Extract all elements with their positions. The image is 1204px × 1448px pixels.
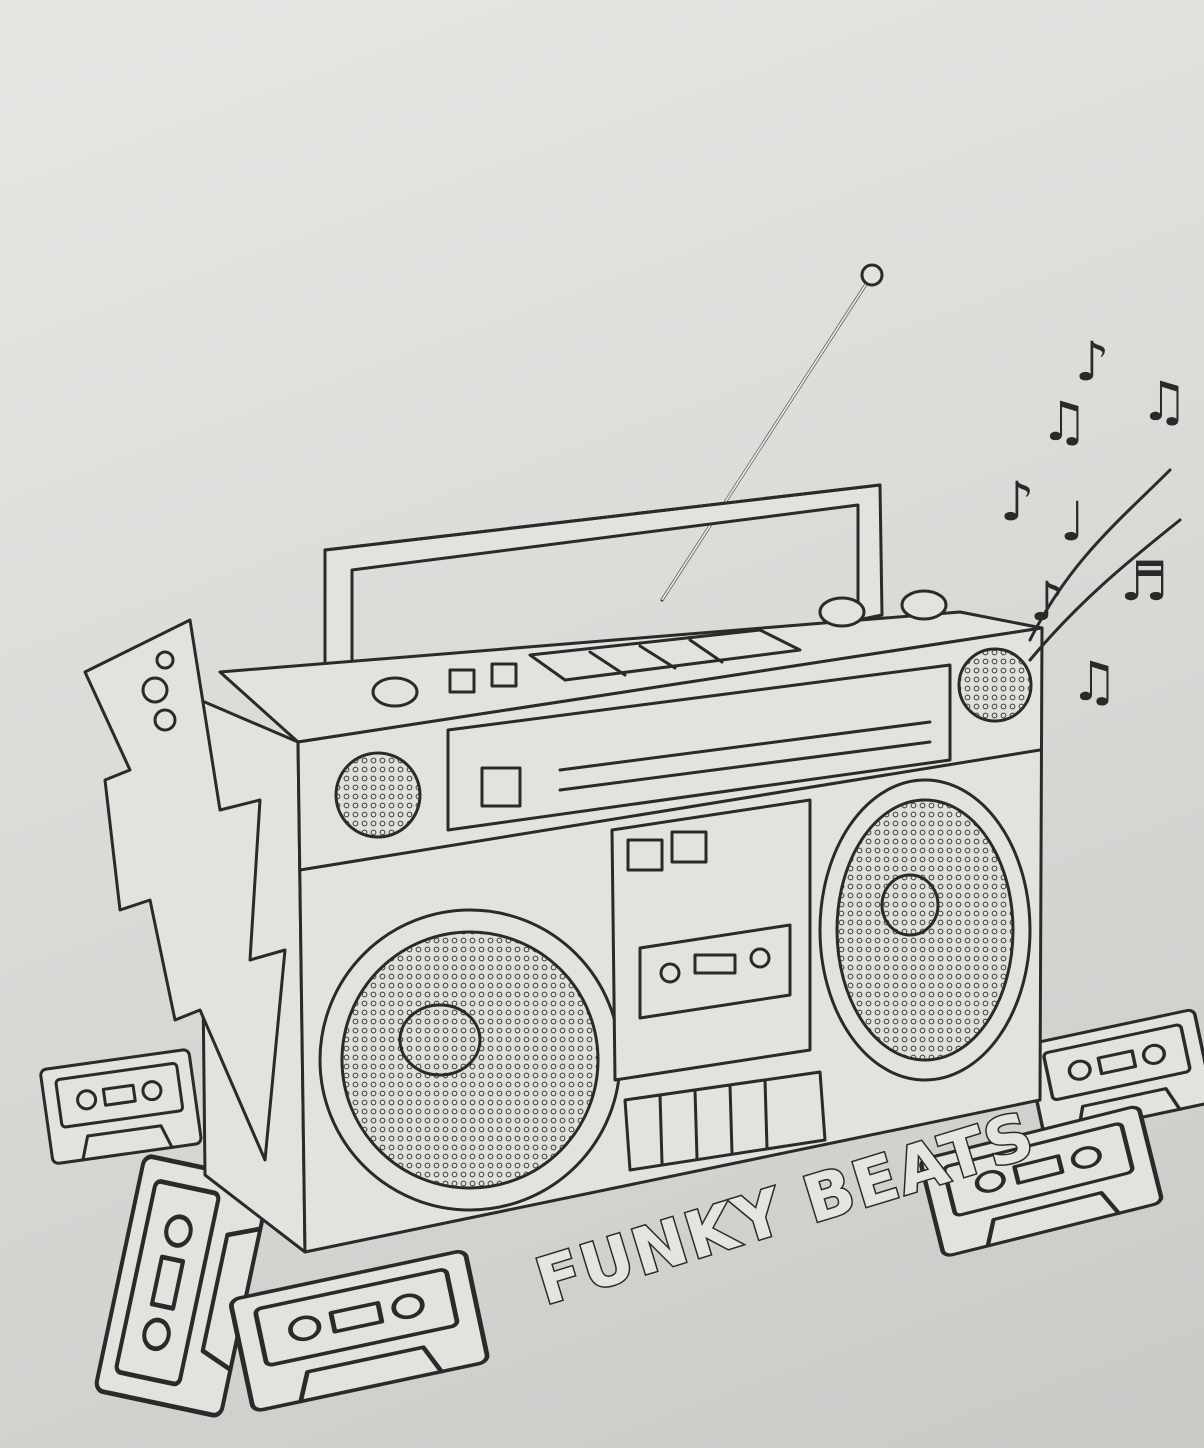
cassette-bottom <box>230 1250 488 1411</box>
svg-text:♫: ♫ <box>1140 370 1188 433</box>
svg-text:♫: ♫ <box>1040 390 1088 453</box>
music-notes: ♪ ♫ ♪ ♫ ♩ ♬ ♪ ♫ <box>1000 330 1188 713</box>
tuner-display <box>446 663 952 832</box>
fast-forward-icon <box>670 830 708 864</box>
svg-text:♪: ♪ <box>1030 570 1064 633</box>
svg-text:♩: ♩ <box>1060 490 1085 553</box>
tweeter-left <box>334 751 422 839</box>
svg-text:♪: ♪ <box>1075 330 1109 393</box>
cassette-deck <box>610 798 827 1172</box>
bass-knob <box>900 589 948 621</box>
speaker-left <box>318 908 622 1212</box>
speaker-right <box>818 778 1032 1082</box>
tweeter-right <box>957 647 1033 723</box>
volume-knob <box>371 676 419 708</box>
lightning-bolt <box>83 618 287 1162</box>
cassette-left-back <box>38 1047 204 1166</box>
play-pause-icon <box>626 838 664 872</box>
antenna <box>660 263 884 602</box>
svg-text:♪: ♪ <box>1000 470 1034 533</box>
tuning-knob <box>818 596 866 628</box>
svg-text:♫: ♫ <box>1070 650 1118 713</box>
top-keys <box>528 628 802 682</box>
svg-text:♬: ♬ <box>1120 550 1168 613</box>
control-buttons <box>623 1070 827 1172</box>
